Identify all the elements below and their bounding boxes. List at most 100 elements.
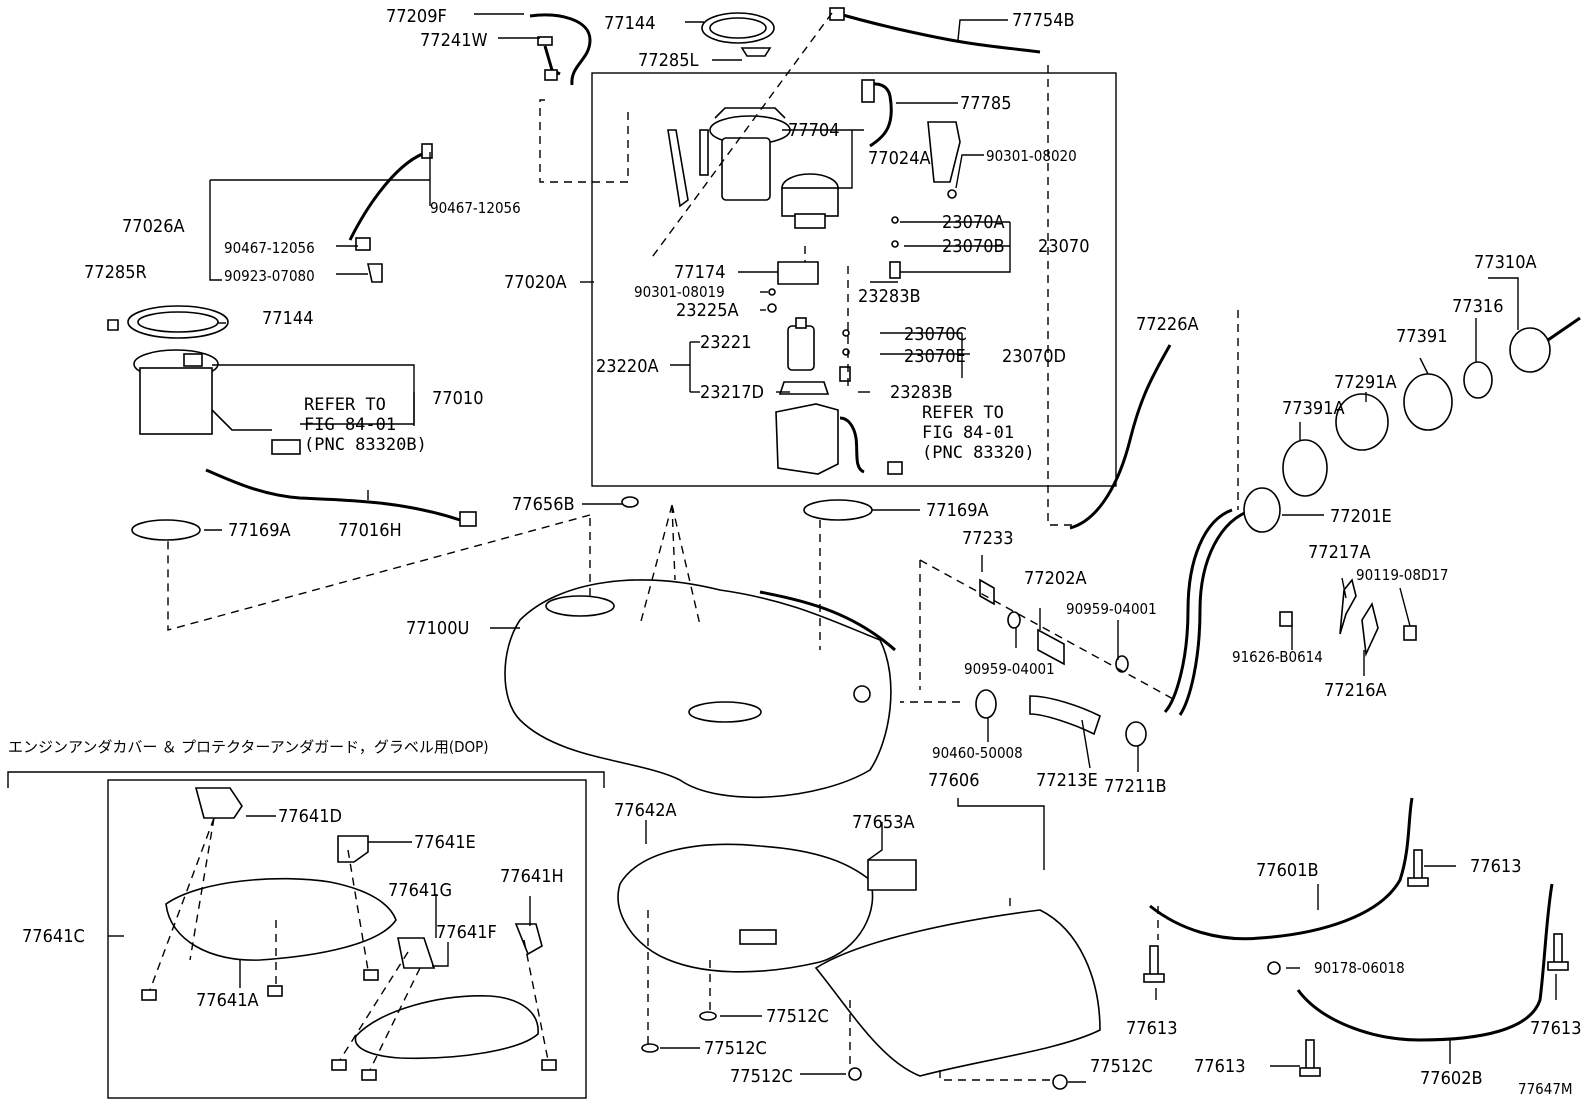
hose-77213E: [1029, 695, 1101, 736]
retainer-77285L: [740, 47, 772, 57]
ring-23225A: [767, 303, 777, 313]
clip-dop-1: [141, 989, 157, 1001]
label-77202A: 77202A: [1024, 568, 1087, 589]
cover-77641F: [354, 995, 539, 1060]
label-23070D: 23070D: [1002, 346, 1066, 367]
refer-note-1-line2: FIG 84-01: [304, 415, 396, 435]
nut-90178-06018: [1267, 961, 1281, 975]
label-77606: 77606: [928, 770, 980, 791]
label-23070B: 23070B: [942, 236, 1005, 257]
label-23283B-b: 23283B: [890, 382, 953, 403]
dop-caption: エンジンアンダカバー ＆ プロテクターアンダガード，グラベル用(DOP): [8, 738, 489, 756]
sub-tank-assembly: [775, 403, 903, 475]
label-77201E: 77201E: [1330, 506, 1392, 527]
label-77613-d: 77613: [1530, 1018, 1582, 1039]
label-77641C: 77641C: [22, 926, 85, 947]
protector-77642A: [617, 843, 874, 973]
pump-bracket-right: [927, 121, 961, 183]
ring-23070A: [891, 216, 899, 224]
label-77642A: 77642A: [614, 800, 677, 821]
ring-23070B: [891, 240, 899, 248]
label-77316: 77316: [1452, 296, 1504, 317]
label-23283B-a: 23283B: [858, 286, 921, 307]
fuel-pump-bracket-77704: [699, 107, 791, 201]
label-77391A: 77391A: [1282, 398, 1345, 419]
protector-77653A: [867, 859, 917, 891]
label-77024A: 77024A: [868, 148, 931, 169]
vent-hose-77754B: [835, 11, 1041, 54]
hose-77233: [979, 578, 995, 606]
gasket-77391A: [1282, 439, 1328, 497]
refer-note-1-line3: (PNC 83320B): [304, 435, 427, 455]
dash-hose-1: [919, 559, 1176, 701]
label-90301-08019: 90301-08019: [634, 283, 725, 301]
clamp-90923-07080: [367, 263, 383, 283]
label-77641G: 77641G: [388, 880, 452, 901]
label-77144-top: 77144: [604, 13, 656, 34]
label-77653A: 77653A: [852, 812, 915, 833]
label-23221: 23221: [700, 332, 752, 353]
label-77010: 77010: [432, 388, 484, 409]
bolt-77613-d: [1547, 933, 1569, 971]
label-23220A: 23220A: [596, 356, 659, 377]
fuel-filter-77024A: [781, 173, 839, 229]
dop-under-cover-frame: [107, 779, 587, 1099]
refer-note-1-line1: REFER TO: [304, 395, 386, 415]
label-77209F: 77209F: [386, 6, 447, 27]
label-77641H: 77641H: [500, 866, 564, 887]
bracket-77641H: [514, 923, 543, 956]
label-77174: 77174: [674, 262, 726, 283]
vent-tube-77026A: [348, 143, 433, 241]
label-77226A: 77226A: [1136, 314, 1199, 335]
dash-tank-2: [639, 504, 701, 626]
label-77169A-b: 77169A: [926, 500, 989, 521]
label-90301-08020: 90301-08020: [986, 147, 1077, 165]
clip-77512C-d: [1052, 1074, 1068, 1090]
label-90959-04001-b: 90959-04001: [964, 660, 1055, 678]
hose-77202A: [1037, 628, 1065, 666]
retainer-77285R: [107, 319, 119, 331]
clip-77216A: [1361, 601, 1379, 657]
dash-dop-5: [523, 939, 549, 1061]
harness-77785: [867, 82, 893, 148]
label-23070C: 23070C: [904, 324, 967, 345]
label-77291A: 77291A: [1334, 372, 1397, 393]
filter-23217D: [778, 381, 830, 395]
fuel-cap-77310A: [1509, 316, 1581, 373]
label-90460-50008: 90460-50008: [932, 744, 1023, 762]
o-ring-90301-08019: [768, 288, 776, 296]
clamp-77211B: [1125, 721, 1147, 747]
dash-tank-1: [167, 514, 591, 631]
regulator-23283B-a: [889, 261, 901, 279]
fuel-pump-23221: [787, 317, 815, 371]
dash-protect-4: [939, 898, 1050, 1081]
fuel-sender-77010: [133, 349, 301, 455]
refer-note-2-line3: (PNC 83320): [922, 443, 1035, 463]
label-77641A: 77641A: [196, 990, 259, 1011]
bolt-91626-B0614: [1279, 611, 1293, 627]
bolt-90301-08020: [947, 189, 957, 199]
clamp-90467-12056: [355, 237, 371, 251]
label-77241W: 77241W: [420, 30, 488, 51]
label-23070: 23070: [1038, 236, 1090, 257]
clip-dop-2: [363, 969, 379, 981]
ring-23070C: [842, 329, 850, 337]
label-23070E: 23070E: [904, 346, 966, 367]
label-90178-06018: 90178-06018: [1314, 959, 1405, 977]
leader-lines: [108, 13, 1557, 1083]
protector-77606: [814, 909, 1101, 1077]
label-77016H: 77016H: [338, 520, 402, 541]
label-77169A-a: 77169A: [228, 520, 291, 541]
label-77704: 77704: [788, 120, 840, 141]
label-77216A: 77216A: [1324, 680, 1387, 701]
label-77233: 77233: [962, 528, 1014, 549]
dash-tank-5: [649, 12, 833, 261]
label-77211B: 77211B: [1104, 776, 1167, 797]
label-77754B: 77754B: [1012, 10, 1075, 31]
bolt-90119-08D17: [1403, 625, 1417, 641]
label-77613-b: 77613: [1126, 1018, 1178, 1039]
clip-77512C-b: [641, 1043, 659, 1053]
dash-filler-1: [1047, 65, 1072, 526]
grommet-77656B: [621, 496, 639, 508]
